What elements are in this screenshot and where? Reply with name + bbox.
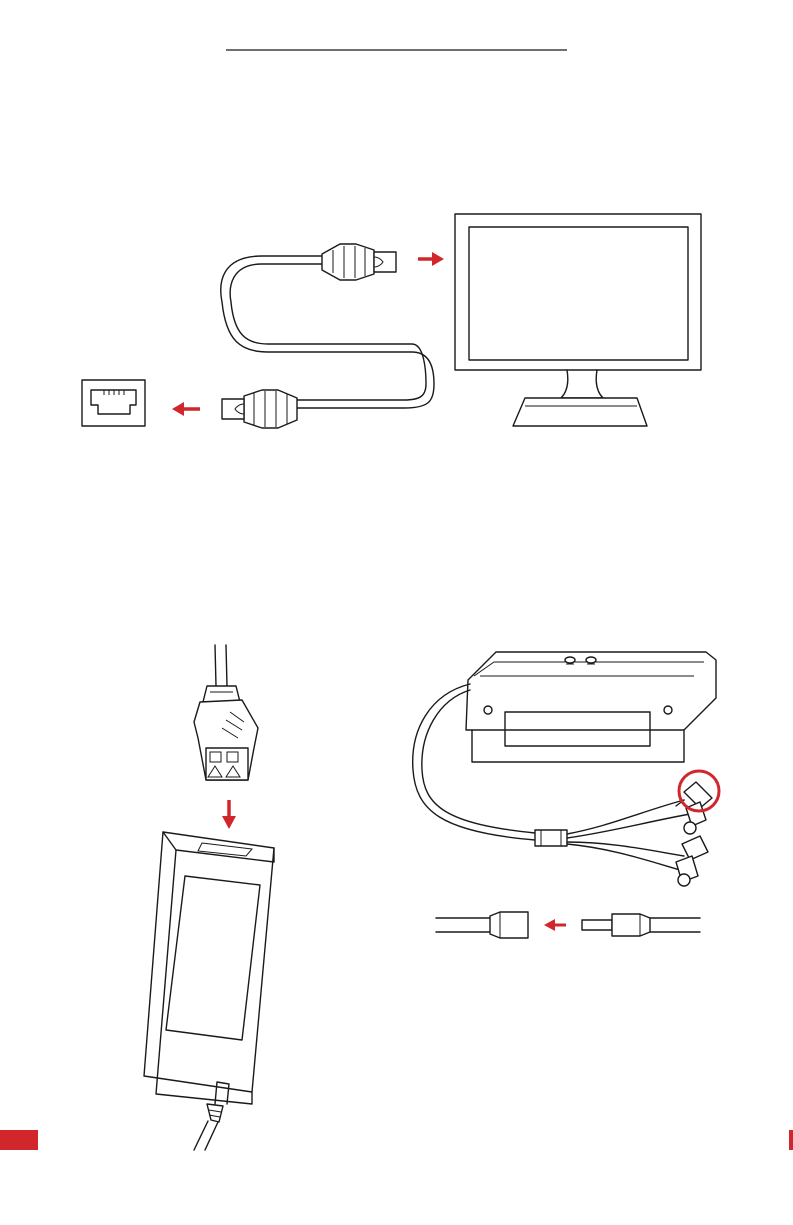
ethernet-plug-lower xyxy=(222,390,297,428)
ethernet-cable-icon xyxy=(221,244,434,428)
dc-barrel-connector-icon xyxy=(436,912,700,938)
arrow-to-wall-jack-icon xyxy=(172,402,200,416)
terminal-base-icon xyxy=(466,652,716,762)
power-cord-plug-icon xyxy=(194,645,258,780)
ethernet-wall-jack-icon xyxy=(82,380,145,426)
page-tab-right xyxy=(789,1130,793,1150)
arrow-connect-dc-icon xyxy=(544,919,566,931)
page-tab-left xyxy=(0,1130,38,1150)
ethernet-plug-upper xyxy=(322,244,396,280)
arrow-to-monitor-icon xyxy=(418,252,444,266)
power-adapter-icon xyxy=(144,832,274,1150)
arrow-to-adapter-icon xyxy=(222,800,236,829)
monitor-icon xyxy=(455,214,701,426)
power-connection-figure xyxy=(144,645,719,1150)
network-connection-figure xyxy=(82,214,701,428)
